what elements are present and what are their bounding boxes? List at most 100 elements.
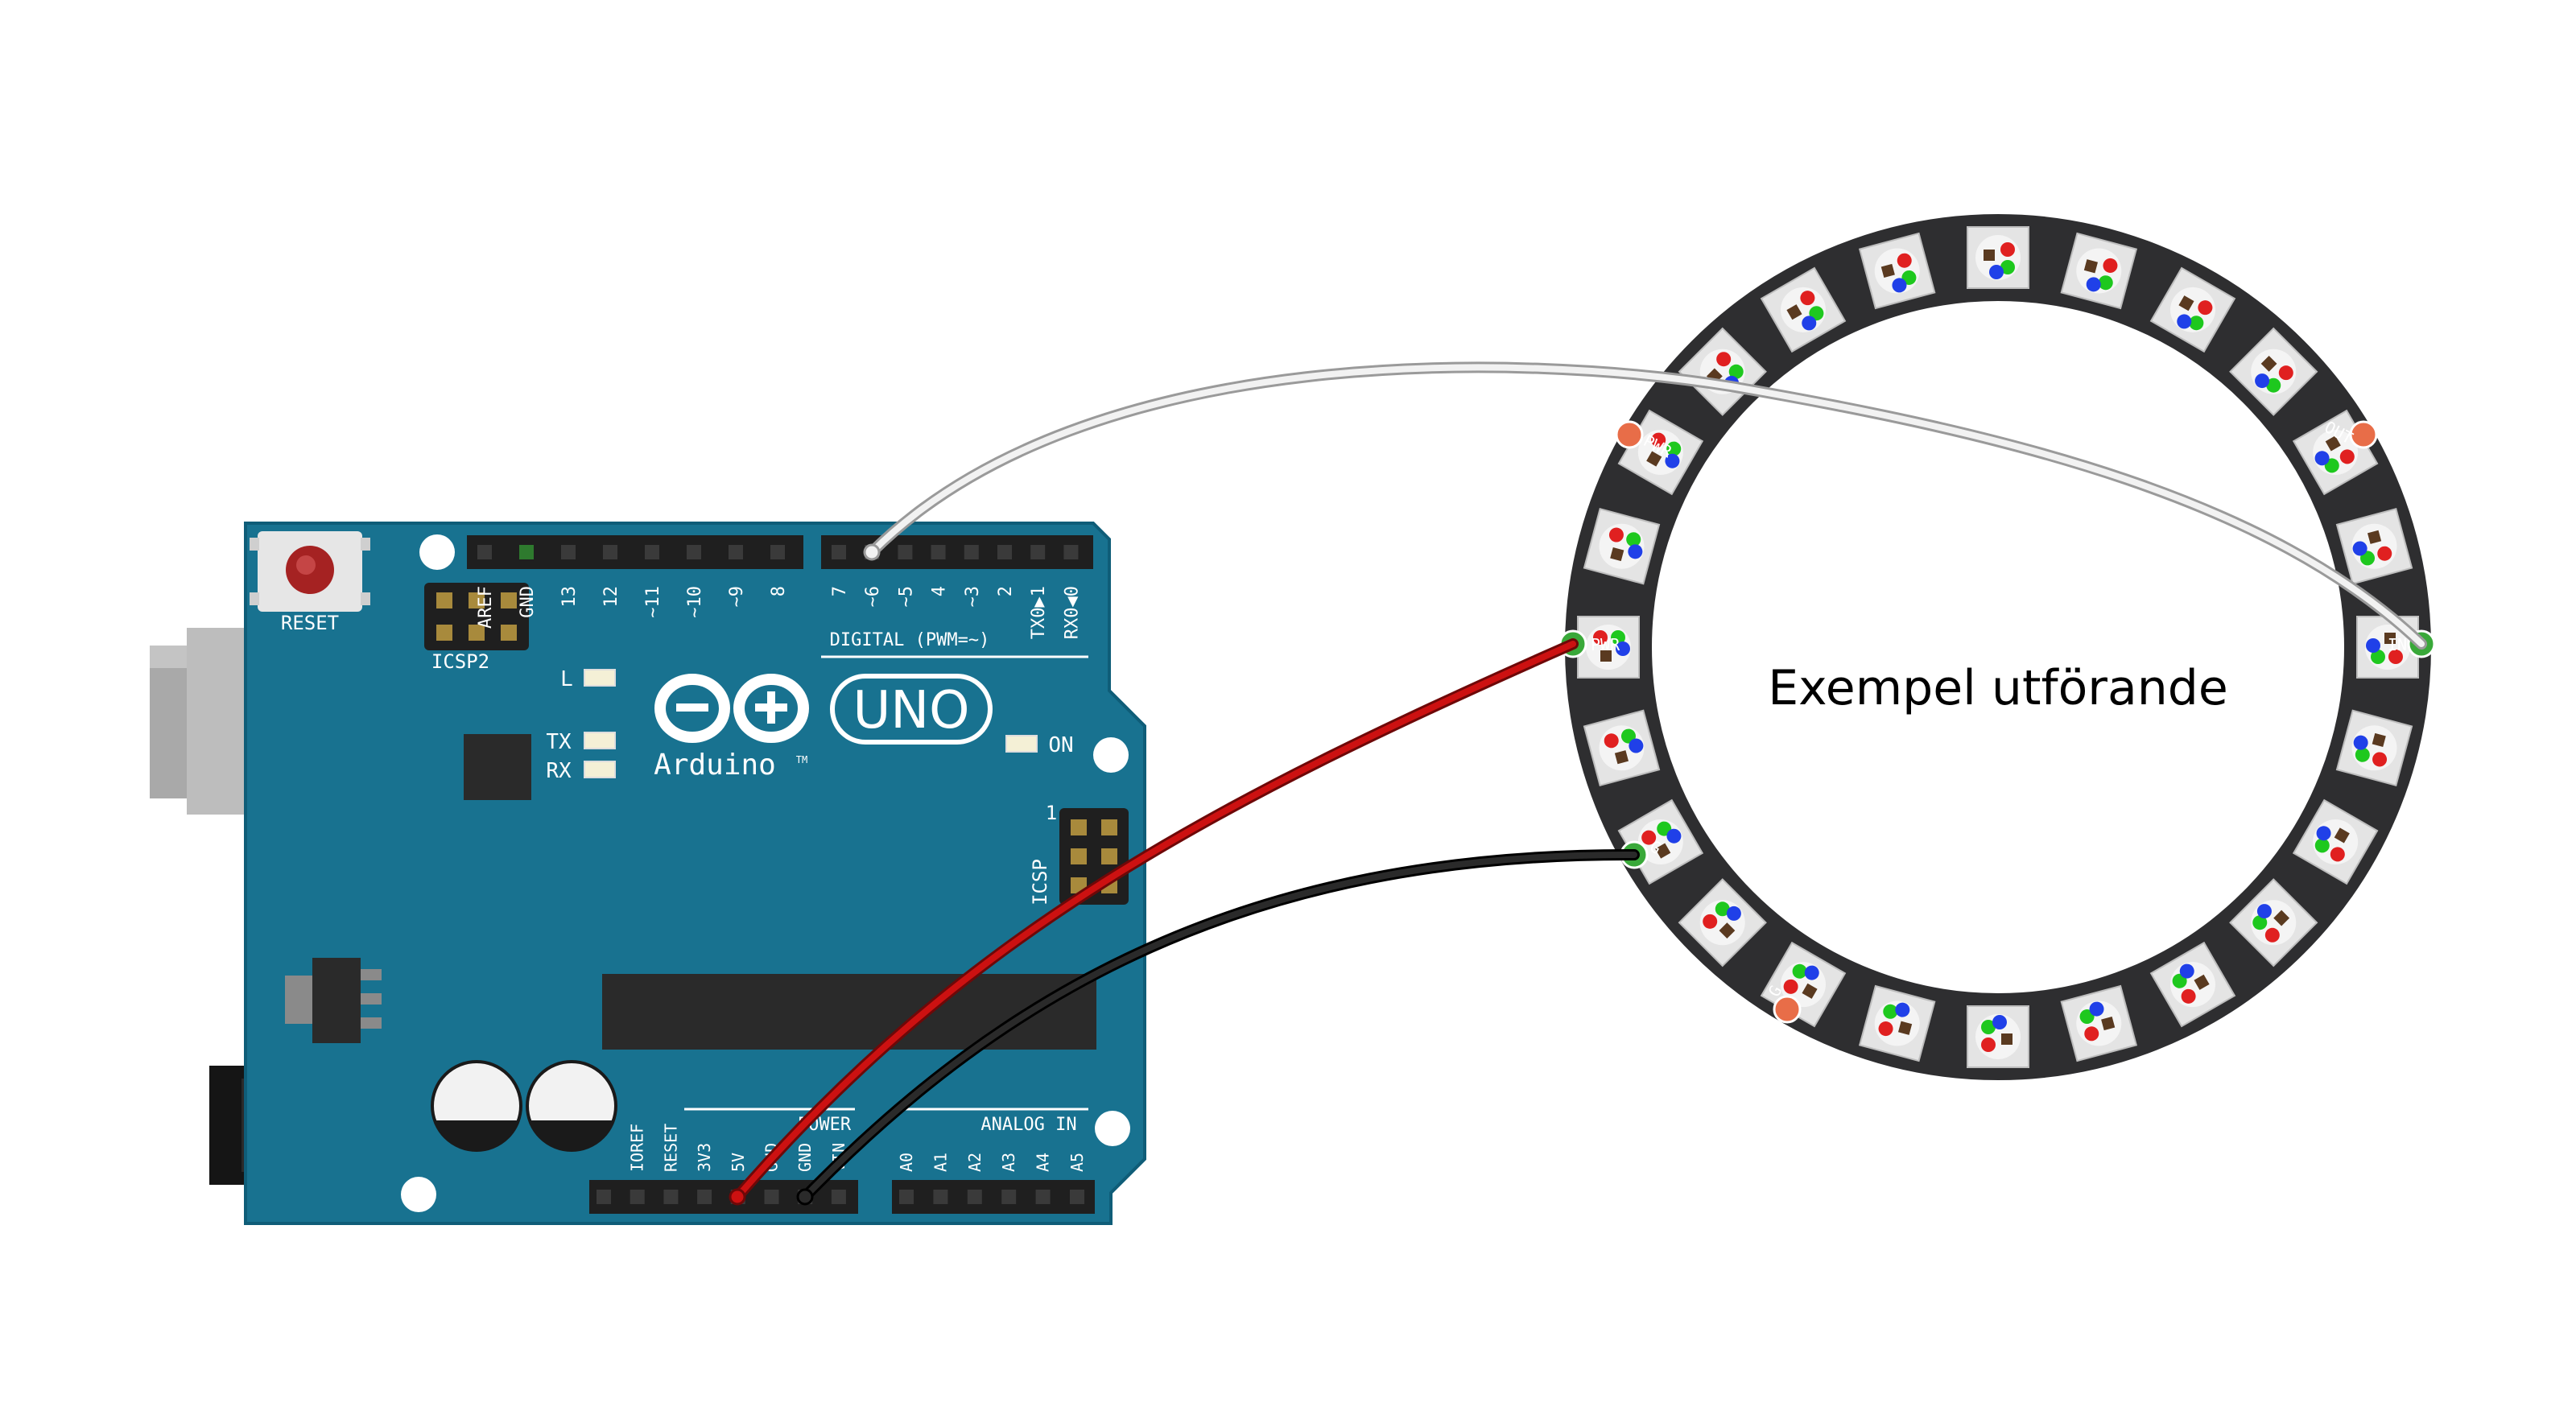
header-pin[interactable]: [1001, 1190, 1017, 1204]
pin-label: 3V3: [695, 1143, 714, 1172]
usb-chip: [464, 734, 531, 800]
header-pin[interactable]: [477, 545, 492, 559]
header-pin[interactable]: [931, 545, 946, 559]
neopixel-led: [1583, 709, 1661, 787]
header-pin[interactable]: [645, 545, 659, 559]
neopixel-led: [2292, 798, 2379, 885]
pad-pwr-top: [1615, 420, 1644, 449]
header-pin[interactable]: [964, 545, 979, 559]
pin-label: 2: [996, 586, 1016, 596]
voltage-regulator: [285, 958, 382, 1043]
led-l-label: L: [560, 667, 573, 691]
pin-label: A2: [965, 1153, 985, 1172]
led-on-label: ON: [1048, 733, 1073, 757]
led-tx-label: TX: [546, 730, 572, 754]
neopixel-led: [1577, 616, 1640, 679]
header-pin[interactable]: [603, 545, 617, 559]
pin-label: AREF: [476, 586, 496, 629]
analog-header: [892, 1180, 1095, 1214]
led-l: [584, 669, 616, 687]
pin-label: A4: [1034, 1153, 1053, 1172]
logo-tm: TM: [796, 754, 807, 765]
mounting-hole: [419, 534, 455, 570]
pin-label: 5V: [729, 1153, 748, 1172]
data-wire[interactable]: [869, 364, 2425, 647]
header-pin[interactable]: [597, 1190, 611, 1204]
header-pin[interactable]: [561, 545, 576, 559]
neopixel-led: [2149, 941, 2236, 1028]
pin-label: A1: [931, 1153, 950, 1172]
capacitor: [431, 1060, 522, 1152]
header-pin[interactable]: [1035, 1190, 1051, 1204]
neopixel-led: [2060, 232, 2138, 310]
pin-label: ~9: [727, 586, 747, 608]
neopixel-led: [1967, 226, 2029, 289]
header-pin[interactable]: [519, 545, 534, 559]
pin-label: A3: [999, 1153, 1018, 1172]
arduino-logo: [654, 674, 993, 745]
mounting-hole: [401, 1177, 436, 1212]
header-pin[interactable]: [687, 545, 701, 559]
header-pin[interactable]: [697, 1190, 712, 1204]
header-pin[interactable]: [997, 545, 1012, 559]
pin-label: ~5: [896, 586, 916, 608]
header-pin[interactable]: [663, 1190, 679, 1204]
neopixel-ring: PWR OUT PWR IN G G: [1558, 214, 2436, 1080]
pin-label: ~10: [685, 586, 705, 618]
neopixel-led: [1858, 984, 1936, 1062]
icsp-pin1-label: 1: [1046, 802, 1057, 824]
header-pin[interactable]: [967, 1190, 982, 1204]
header-pin[interactable]: [1030, 545, 1046, 559]
header-pin[interactable]: [770, 545, 785, 559]
reset-button[interactable]: [250, 531, 370, 612]
neopixel-led: [2335, 507, 2413, 585]
pin-label: IOREF: [628, 1124, 647, 1172]
pin-label: A5: [1067, 1153, 1087, 1172]
pin-label: RESET: [661, 1124, 680, 1172]
led-rx-label: RX: [546, 759, 572, 783]
pin-label: 7: [830, 586, 850, 596]
ground-wire[interactable]: [802, 851, 1637, 1200]
pin-label: GND: [518, 586, 538, 618]
neopixel-led: [1583, 507, 1661, 585]
neopixel-led: [2149, 266, 2236, 353]
header-pin[interactable]: [898, 545, 913, 559]
pin-label: 12: [601, 586, 621, 608]
header-pin[interactable]: [764, 1190, 779, 1204]
header-pin[interactable]: [933, 1190, 948, 1204]
header-pin[interactable]: [832, 545, 846, 559]
pin-label: RX0◀0: [1062, 586, 1082, 639]
logo-uno-text: UNO: [852, 681, 969, 741]
header-pin[interactable]: [630, 1190, 645, 1204]
header-pin[interactable]: [1070, 1190, 1084, 1204]
header-pin[interactable]: [831, 1190, 846, 1204]
pin-label: ~11: [643, 586, 663, 618]
header-pin[interactable]: [1063, 545, 1079, 559]
digital-header: [467, 535, 1093, 569]
neopixel-led: [1760, 266, 1847, 353]
capacitor: [526, 1060, 617, 1152]
pad-g2: [1773, 995, 1802, 1024]
digital-label: DIGITAL (PWM=~): [830, 630, 990, 650]
pin-label: TX0▶1: [1029, 586, 1049, 639]
icsp-label: ICSP: [1029, 859, 1051, 906]
icsp2-label: ICSP2: [431, 650, 489, 673]
led-rx: [584, 761, 616, 778]
pin-label: ~6: [863, 586, 883, 608]
pin-label: GND: [795, 1143, 815, 1172]
analog-label: ANALOG IN: [980, 1115, 1076, 1135]
neopixel-led: [1858, 232, 1936, 310]
header-pin[interactable]: [899, 1190, 914, 1204]
led-tx: [584, 732, 616, 749]
reset-label: RESET: [281, 612, 339, 634]
power-wire[interactable]: [734, 641, 1576, 1200]
neopixel-led: [2335, 709, 2413, 787]
mounting-hole: [1093, 737, 1129, 773]
neopixel-led: [2060, 984, 2138, 1062]
pad-out: [2349, 420, 2378, 449]
pin-label: A0: [897, 1153, 916, 1172]
header-pin[interactable]: [729, 545, 743, 559]
